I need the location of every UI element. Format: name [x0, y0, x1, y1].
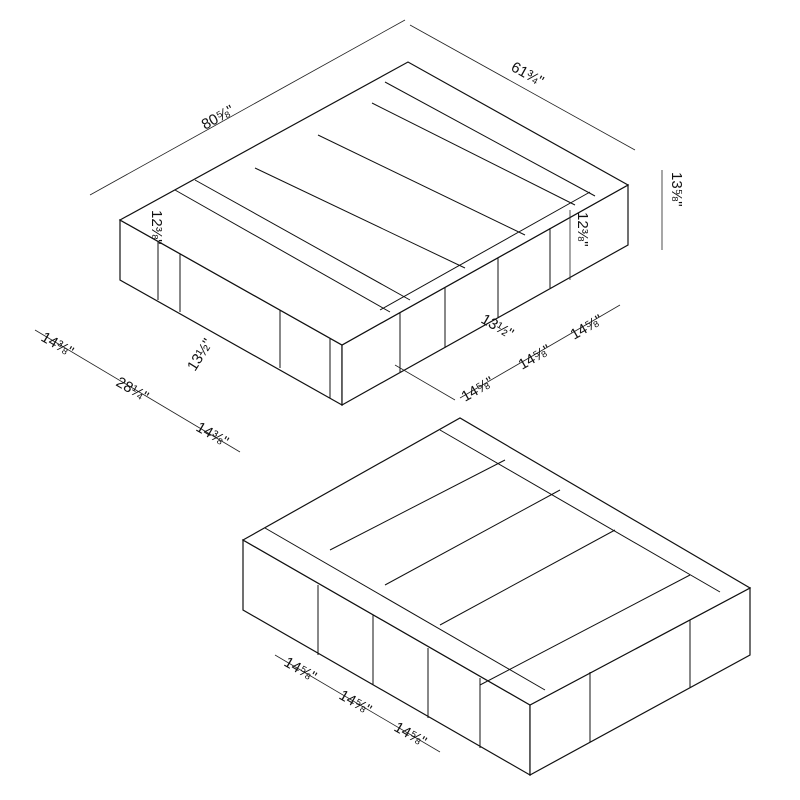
top-bed-top-surface — [118, 61, 630, 346]
label-right-width-3: 14⅝" — [568, 311, 606, 343]
label-right-width-2: 14⅝" — [516, 341, 554, 373]
label-cubby-depth-left: 13½" — [184, 336, 217, 374]
bottom-bed-cubby-dividers — [317, 585, 691, 748]
top-bed-cubby-dividers — [157, 228, 551, 398]
label-left-width-3: 14⅜" — [193, 419, 231, 451]
label-left-width-1: 14⅜" — [38, 329, 76, 361]
bottom-dimension-line — [274, 654, 441, 753]
bottom-bed-drawing — [241, 417, 752, 777]
label-overall-length: 80⅝" — [199, 102, 237, 134]
bottom-bed-slats — [264, 429, 721, 691]
label-right-width-1: 14⅝" — [459, 373, 497, 405]
label-left-width-2: 28¼" — [113, 374, 151, 406]
top-bed-drawing — [118, 61, 630, 407]
label-bottom-width-1: 14⅝" — [281, 654, 319, 686]
label-inner-height-left: 12⅜" — [148, 210, 165, 245]
bottom-bed-top-surface — [241, 417, 752, 706]
top-dimension-lines — [34, 19, 663, 453]
label-bottom-width-3: 14⅝" — [391, 719, 429, 751]
top-bed-slats — [174, 81, 596, 313]
label-overall-width: 61¾" — [508, 59, 546, 91]
label-overall-height: 13⅝" — [668, 172, 685, 207]
label-bottom-width-2: 14⅝" — [336, 687, 374, 719]
label-inner-height-right: 12⅜" — [574, 212, 591, 247]
